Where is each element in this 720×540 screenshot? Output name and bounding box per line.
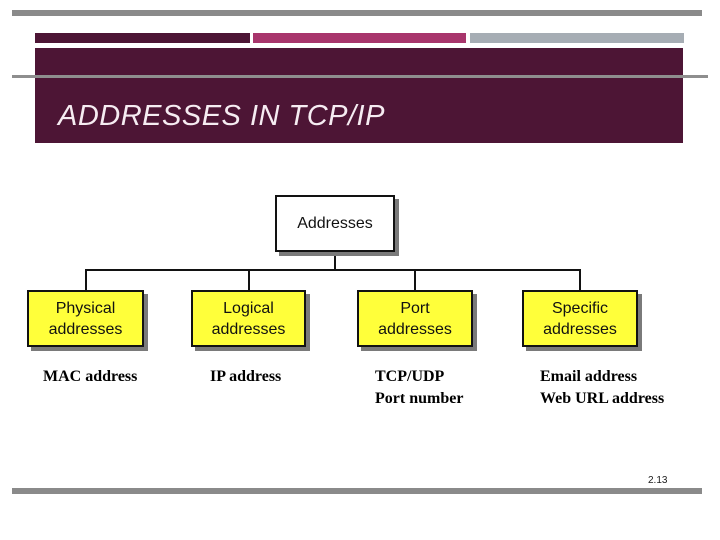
root-node-label: Addresses (297, 215, 373, 232)
node-label-line: Specific (551, 299, 609, 317)
tcp-udp-port-label: TCP/UDP Port number (375, 366, 463, 410)
connector-stub-physical (85, 269, 87, 292)
connector-root-vertical (334, 252, 336, 270)
node-label-line: addresses (543, 320, 617, 338)
addresses-root-node: Addresses (275, 195, 395, 252)
annotation-line: TCP/UDP (375, 368, 445, 385)
connector-stub-logical (248, 269, 250, 292)
email-web-url-label: Email address Web URL address (540, 366, 664, 410)
annotation-line: MAC address (43, 368, 138, 385)
connector-stub-specific (579, 269, 581, 292)
logical-addresses-node: Logical addresses (191, 290, 306, 347)
page-number: 2.13 (648, 475, 668, 486)
mac-address-label: MAC address (43, 366, 137, 388)
node-label-line: addresses (378, 320, 452, 338)
node-label-line: Port (400, 299, 430, 317)
accent-bar-gray (470, 33, 684, 43)
physical-addresses-node: Physical addresses (27, 290, 144, 347)
connector-stub-port (414, 269, 416, 292)
title-band (35, 48, 683, 143)
connector-horizontal (85, 269, 581, 271)
slide-title: ADDRESSES IN TCP/IP (58, 100, 385, 132)
horizontal-rule (12, 75, 708, 78)
ip-address-label: IP address (210, 366, 281, 388)
annotation-line: Port number (375, 390, 464, 407)
top-rule-bar (12, 10, 702, 16)
port-addresses-node: Port addresses (357, 290, 473, 347)
node-label-line: addresses (48, 320, 123, 338)
annotation-line: Web URL address (540, 390, 665, 407)
node-label-line: Logical (223, 299, 274, 317)
specific-addresses-node: Specific addresses (522, 290, 638, 347)
annotation-line: IP address (210, 368, 282, 385)
accent-bar-pink (253, 33, 466, 43)
accent-bar-maroon (35, 33, 250, 43)
annotation-line: Email address (540, 368, 638, 385)
bottom-rule-bar (12, 488, 702, 494)
node-label-line: addresses (211, 320, 286, 338)
node-label-line: Physical (55, 299, 116, 317)
